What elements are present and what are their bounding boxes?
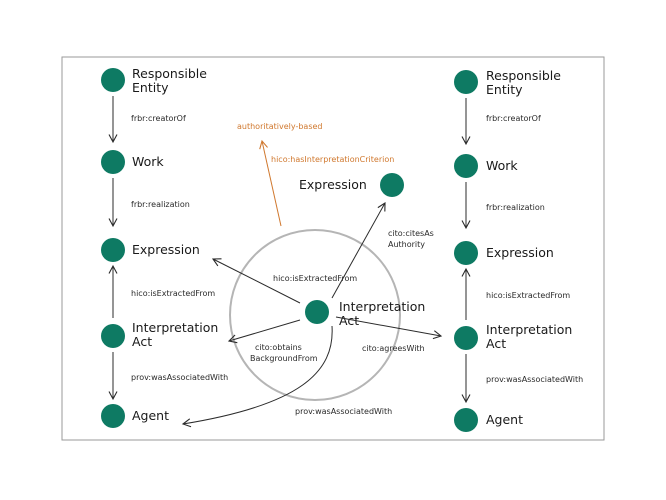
agrees-edge-label: cito:agreesWith [362, 344, 425, 353]
right-responsible-entity-node [454, 70, 478, 94]
center-expression-label: Expression [299, 177, 367, 192]
left-interpretation-act-node [101, 324, 125, 348]
center-group: authoritatively-based hico:hasInterpreta… [181, 122, 443, 428]
center-interpretation-act-label: Interpretation Act [339, 299, 429, 328]
center-circle [229, 229, 401, 401]
center-extracted-arrow [211, 258, 301, 304]
left-agent-label: Agent [132, 408, 169, 423]
left-creator-edge-label: frbr:creatorOf [131, 114, 186, 123]
right-responsible-entity-label: Responsible Entity [486, 68, 565, 97]
right-work-label: Work [486, 158, 518, 173]
agrees-arrow [335, 316, 443, 340]
left-responsible-entity-node [101, 68, 125, 92]
left-agent-node [101, 404, 125, 428]
left-work-label: Work [132, 154, 164, 169]
left-expression-label: Expression [132, 242, 200, 257]
right-agent-label: Agent [486, 412, 523, 427]
right-work-node [454, 154, 478, 178]
center-extracted-edge-label: hico:isExtractedFrom [273, 274, 357, 283]
background-edge-label: cito:obtains BackgroundFrom [250, 343, 318, 363]
right-extracted-edge-label: hico:isExtractedFrom [486, 291, 570, 300]
left-work-node [101, 150, 125, 174]
right-interpretation-act-node [454, 326, 478, 350]
right-expression-node [454, 241, 478, 265]
right-expression-label: Expression [486, 245, 554, 260]
center-expression-node [380, 173, 404, 197]
cites-edge-label: cito:citesAs Authority [388, 229, 436, 249]
right-agent-node [454, 408, 478, 432]
left-interpretation-act-label: Interpretation Act [132, 320, 222, 349]
left-associated-edge-label: prov:wasAssociatedWith [131, 373, 228, 382]
center-associated-edge-label: prov:wasAssociatedWith [295, 407, 392, 416]
left-expression-node [101, 238, 125, 262]
center-associated-curve [181, 325, 333, 428]
left-realization-edge-label: frbr:realization [131, 200, 190, 209]
authoritatively-based-label: authoritatively-based [237, 122, 323, 131]
criterion-arrow [259, 139, 282, 227]
cites-arrow [331, 201, 386, 299]
right-creator-edge-label: frbr:creatorOf [486, 114, 541, 123]
background-arrow [227, 319, 301, 344]
right-associated-edge-label: prov:wasAssociatedWith [486, 375, 583, 384]
has-criterion-edge-label: hico:hasInterpretationCriterion [271, 155, 394, 164]
right-interpretation-act-label: Interpretation Act [486, 322, 576, 351]
left-column: Responsible Entity frbr:creatorOf Work f… [101, 66, 228, 428]
left-extracted-edge-label: hico:isExtractedFrom [131, 289, 215, 298]
right-column: Responsible Entity frbr:creatorOf Work f… [454, 68, 583, 432]
diagram-frame [61, 56, 605, 441]
left-responsible-entity-label: Responsible Entity [132, 66, 211, 95]
center-interpretation-act-node [305, 300, 329, 324]
right-realization-edge-label: frbr:realization [486, 203, 545, 212]
